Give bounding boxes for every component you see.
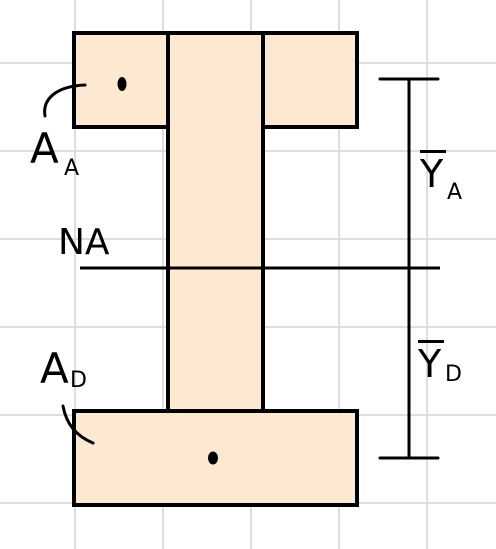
top-area-leader (43, 83, 87, 118)
y-top-overbar (420, 150, 446, 153)
bottom-area-leader (61, 404, 95, 445)
top-area-label: A (30, 124, 59, 173)
top-area-label-subscript: A (64, 156, 80, 181)
top-area-centroid (117, 77, 127, 91)
bottom-area-centroid (208, 451, 218, 465)
y-bottom-label: Y (418, 342, 442, 386)
bottom-area-label-subscript: D (70, 368, 87, 393)
neutral-axis-label: NA (58, 222, 110, 263)
web (166, 31, 265, 413)
y-top-label: Y (420, 152, 444, 196)
top-flange-right (261, 31, 359, 129)
y-bottom-overbar (418, 340, 444, 343)
dimension-lines (378, 77, 440, 460)
y-bottom-label-subscript: D (445, 362, 462, 387)
y-top-label-subscript: A (447, 180, 463, 205)
bottom-area-label: A (40, 344, 69, 393)
